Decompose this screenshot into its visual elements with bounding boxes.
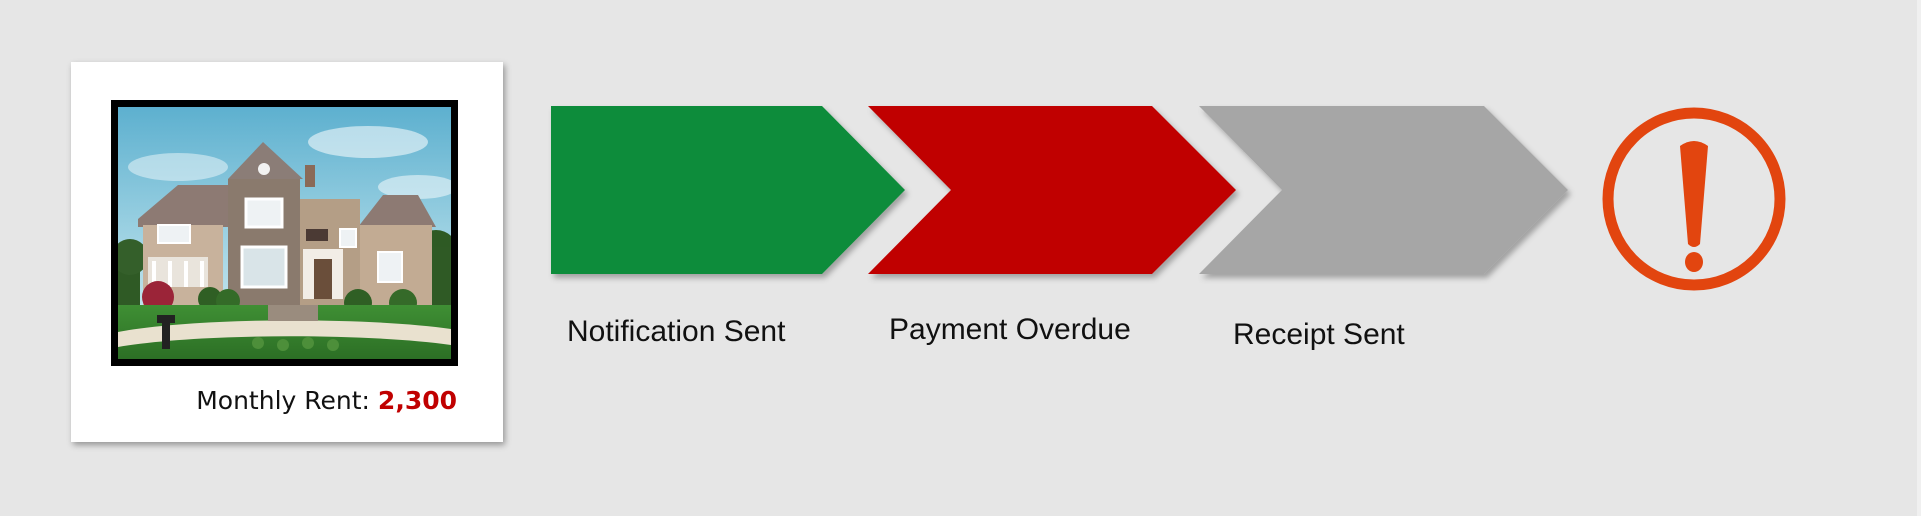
house-photo-frame — [111, 100, 458, 366]
right-edge-strip — [1917, 0, 1921, 516]
process-steps — [551, 106, 1568, 274]
exclamation-circle-icon — [1602, 107, 1786, 291]
property-card: Monthly Rent: 2,300 — [71, 62, 503, 442]
step-label-receipt: Receipt Sent — [1233, 318, 1405, 351]
step-arrow-notification — [551, 106, 905, 274]
step-label-payment-overdue: Payment Overdue — [889, 313, 1131, 346]
step-arrow-payment-overdue — [868, 106, 1236, 274]
monthly-rent: Monthly Rent: 2,300 — [71, 386, 457, 415]
step-label-notification: Notification Sent — [567, 315, 786, 348]
house-photo — [118, 107, 451, 359]
step-arrow-receipt — [1199, 106, 1568, 274]
monthly-rent-label: Monthly Rent: — [196, 386, 378, 415]
monthly-rent-value: 2,300 — [377, 386, 457, 415]
